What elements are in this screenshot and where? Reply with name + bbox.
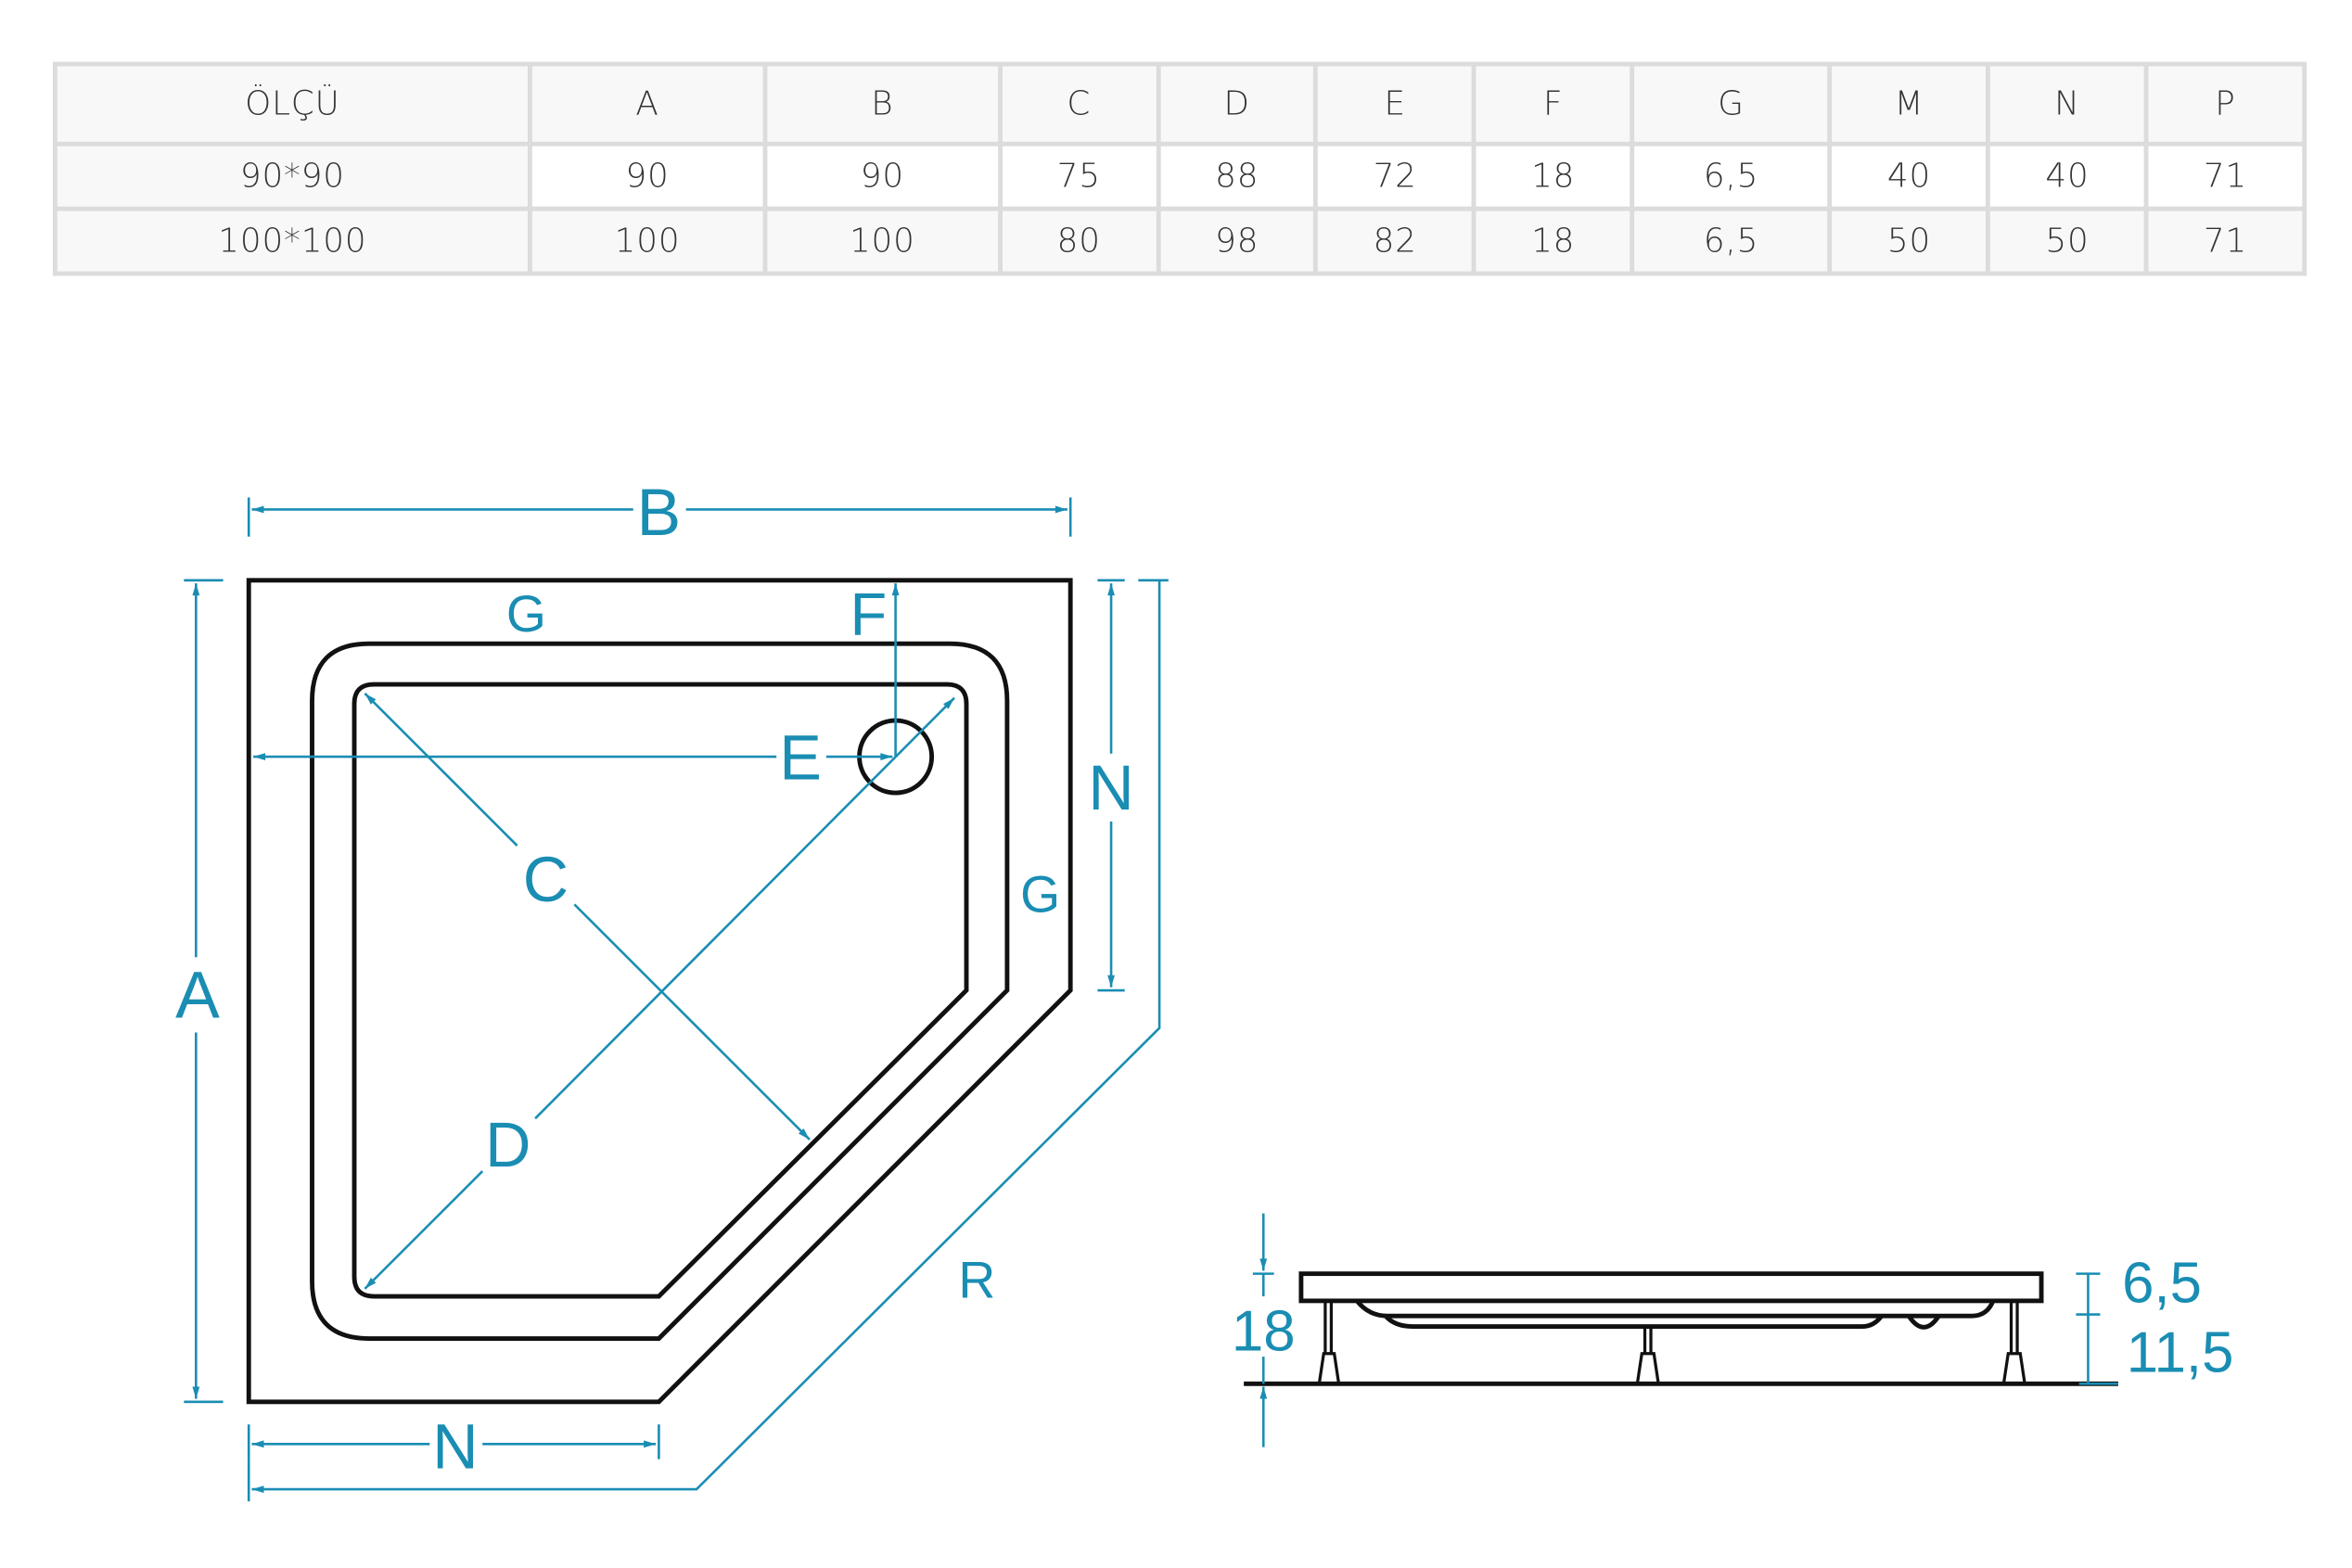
- header-cell: N: [1990, 66, 2144, 142]
- tray-rim: [310, 641, 1010, 1341]
- label-e: E: [779, 722, 822, 793]
- header-cell: F: [1476, 66, 1630, 142]
- header-cell: G: [1634, 66, 1828, 142]
- table-row: 90*90 90 90 75 88 72 18 6,5 40 40 71: [57, 146, 2303, 207]
- label-f: F: [850, 580, 887, 647]
- table-cell: 71: [2148, 210, 2303, 272]
- label-d: D: [485, 1110, 530, 1180]
- label-n-right: N: [1088, 753, 1133, 823]
- table-cell: 40: [1990, 146, 2144, 207]
- drain-side: [1906, 1314, 1941, 1330]
- table-cell: 100: [767, 210, 998, 272]
- table-cell: 50: [1832, 210, 1987, 272]
- table-cell: 71: [2148, 146, 2303, 207]
- dimension-c: C: [364, 692, 811, 1141]
- tray-underside: [1355, 1299, 1996, 1319]
- tray-basin: [352, 682, 969, 1299]
- tray-side: [1298, 1271, 2044, 1304]
- table-cell: 50: [1990, 210, 2144, 272]
- legs: [1317, 1300, 2026, 1384]
- dimension-table: ÖLÇÜ A B C D E F G M N P 90*90 90 90 75 …: [52, 61, 2307, 276]
- label-18: 18: [1232, 1300, 1296, 1364]
- table-cell: 72: [1318, 146, 1472, 207]
- dimension-f: F: [850, 580, 900, 758]
- table-cell: 40: [1832, 146, 1987, 207]
- header-cell: M: [1832, 66, 1987, 142]
- header-cell: A: [531, 66, 763, 142]
- table-cell: 82: [1318, 210, 1472, 272]
- dimension-e: E: [253, 722, 893, 793]
- table-cell: 80: [1002, 210, 1157, 272]
- header-cell: C: [1002, 66, 1157, 142]
- plan-view: B A N R: [175, 476, 1169, 1502]
- table-cell: 90: [767, 146, 998, 207]
- table-cell: 75: [1002, 146, 1157, 207]
- header-cell: E: [1318, 66, 1472, 142]
- dimension-part-heights: 6,5 11,5: [2076, 1252, 2233, 1385]
- table-header-row: ÖLÇÜ A B C D E F G M N P: [57, 66, 2303, 142]
- label-r: R: [958, 1252, 995, 1309]
- label-n-bottom: N: [432, 1411, 478, 1482]
- label-a: A: [175, 958, 220, 1032]
- dimension-r: R: [247, 579, 1169, 1502]
- dimension-b: B: [247, 476, 1072, 550]
- tray-outline: [246, 578, 1073, 1405]
- label-g-top: G: [506, 585, 546, 643]
- header-cell: P: [2148, 66, 2303, 142]
- table-cell: 90*90: [57, 146, 528, 207]
- table-cell: 100*100: [57, 210, 528, 272]
- label-g-right: G: [1020, 865, 1060, 923]
- table-cell: 18: [1476, 210, 1630, 272]
- table-cell: 6,5: [1634, 210, 1828, 272]
- label-6-5: 6,5: [2122, 1252, 2202, 1316]
- label-11-5: 11,5: [2127, 1320, 2234, 1384]
- label-c: C: [523, 845, 569, 915]
- table-cell: 88: [1159, 146, 1314, 207]
- table-row: 100*100 100 100 80 98 82 18 6,5 50 50 71: [57, 210, 2303, 272]
- label-b: B: [637, 476, 682, 550]
- table-cell: 18: [1476, 146, 1630, 207]
- header-cell: D: [1159, 66, 1314, 142]
- header-cell: ÖLÇÜ: [57, 66, 528, 142]
- dimension-n-bottom: N: [247, 1411, 660, 1482]
- dimension-total-height: 18: [1232, 1213, 1296, 1447]
- header-cell: B: [767, 66, 998, 142]
- dimension-n-right: N: [1088, 579, 1134, 992]
- tray-basin-side: [1384, 1314, 1884, 1329]
- dimension-d: D: [364, 696, 955, 1290]
- side-view: 18 6,5 11,5: [1232, 1213, 2233, 1447]
- table-cell: 6,5: [1634, 146, 1828, 207]
- table-cell: 100: [531, 210, 763, 272]
- table-cell: 98: [1159, 210, 1314, 272]
- dimension-a: A: [175, 579, 224, 1404]
- table-cell: 90: [531, 146, 763, 207]
